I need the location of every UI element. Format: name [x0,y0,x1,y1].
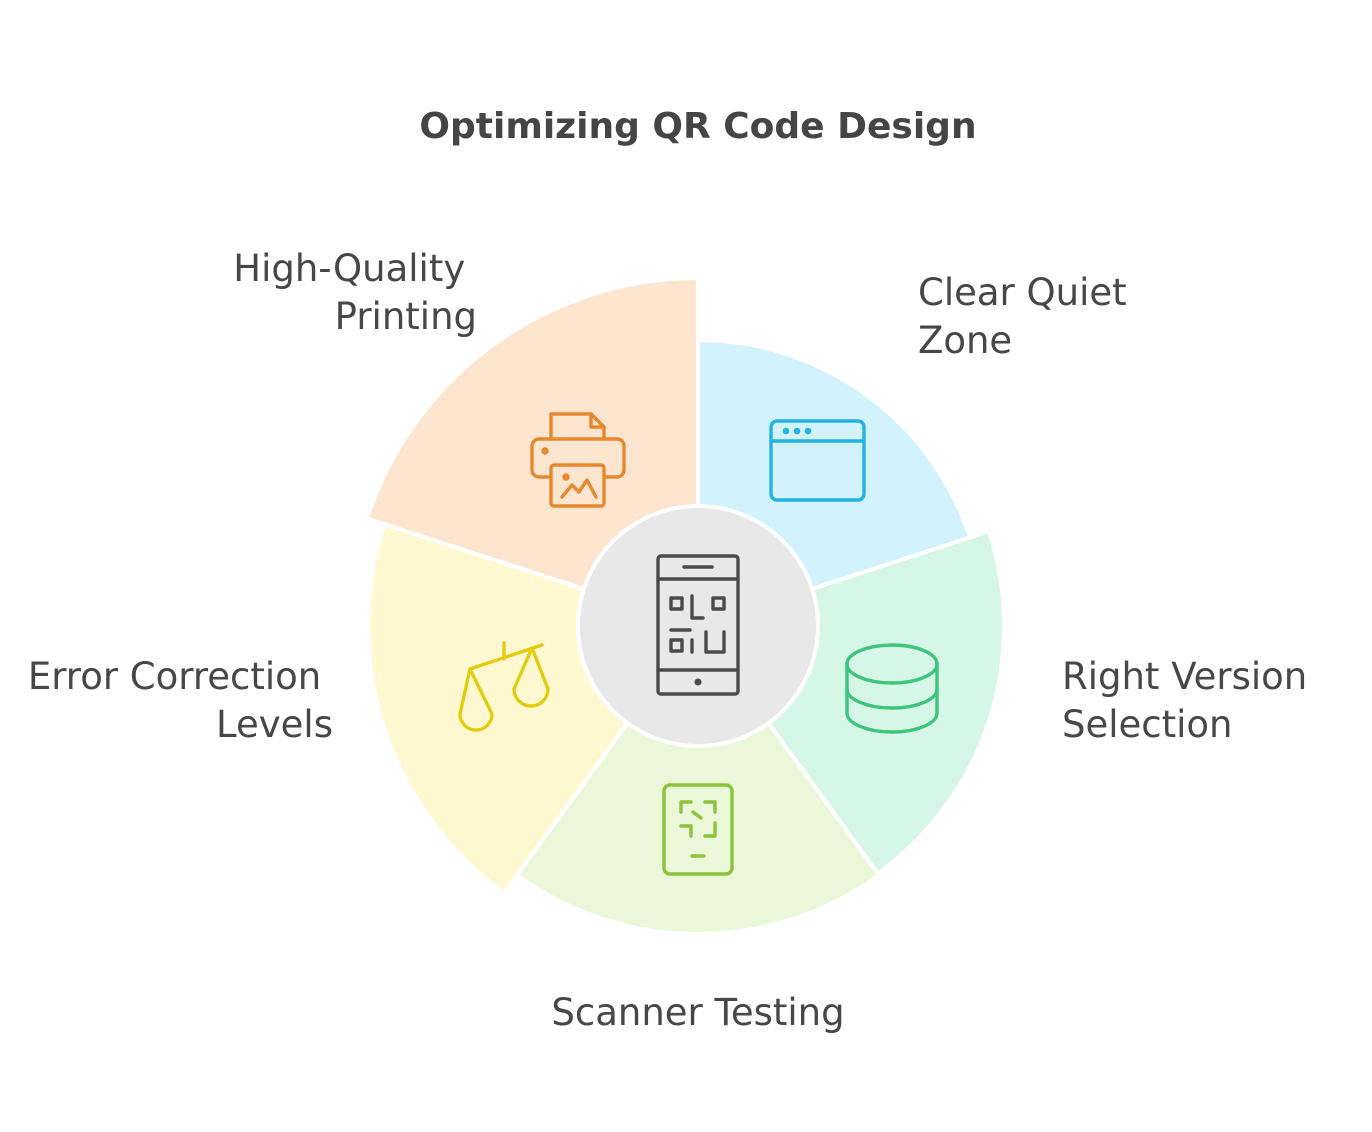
diagram-title: Optimizing QR Code Design [419,106,976,147]
browser-window-icon [769,419,866,502]
balance-scale-icon [458,641,550,732]
label-clear-quiet-zone: Clear Quiet Zone [918,271,1138,362]
label-error-correction-levels: Error Correction Levels [28,655,333,746]
database-icon [845,643,939,734]
label-right-version-selection: Right Version Selection [1062,655,1319,746]
scan-device-icon [662,783,734,876]
center-hub [576,504,820,748]
qr-phone-icon [656,554,740,696]
label-high-quality-printing: High-Quality Printing [233,247,477,338]
printer-icon [530,412,626,508]
label-scanner-testing: Scanner Testing [551,991,844,1034]
